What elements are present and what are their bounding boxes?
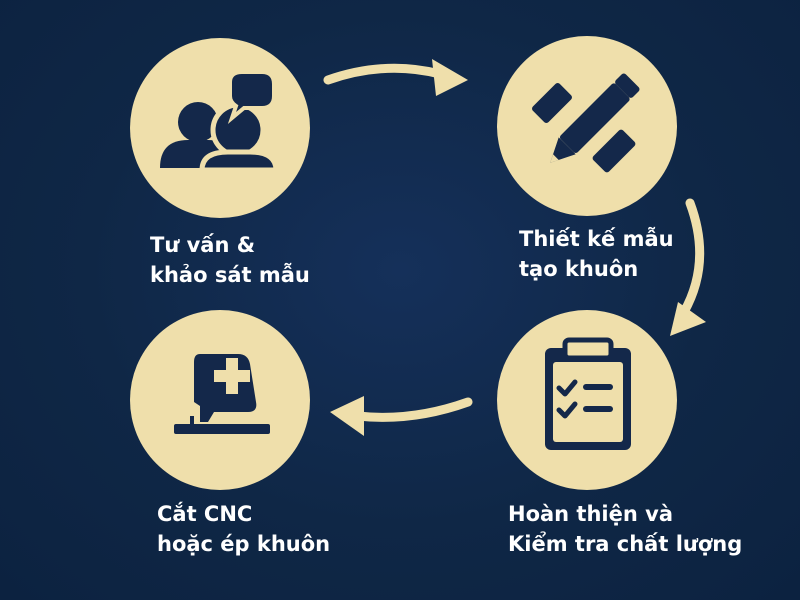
pencil-ruler-design-icon: [532, 73, 640, 173]
step-3-label-line2: Kiểm tra chất lượng: [508, 532, 743, 556]
step-3-circle: [497, 310, 677, 490]
consultation-people-icon: [160, 70, 279, 173]
step-3-label: Hoàn thiện và Kiểm tra chất lượng: [508, 499, 742, 559]
step-2-label-line2: tạo khuôn: [519, 257, 639, 281]
step-4-label-line2: hoặc ép khuôn: [157, 532, 331, 556]
step-1-label: Tư vấn & khảo sát mẫu: [150, 230, 310, 290]
step-4-label: Cắt CNC hoặc ép khuôn: [157, 499, 330, 559]
arrow-step2-to-step3: [670, 198, 706, 336]
step-2-label: Thiết kế mẫu tạo khuôn: [519, 224, 674, 284]
step-1-label-line2: khảo sát mẫu: [150, 263, 310, 287]
arrow-step3-to-step4: [330, 396, 473, 436]
step-4-circle: [130, 310, 310, 490]
step-1-label-line1: Tư vấn &: [150, 233, 256, 257]
cnc-machine-plus-icon: [174, 354, 270, 434]
arrow-step1-to-step2: [323, 59, 468, 96]
step-3-label-line1: Hoàn thiện và: [508, 502, 673, 526]
step-4-label-line1: Cắt CNC: [157, 502, 253, 526]
clipboard-checklist-icon: [545, 337, 631, 450]
step-1-circle: [130, 38, 310, 218]
step-2-label-line1: Thiết kế mẫu: [519, 227, 674, 251]
step-2-circle: [497, 36, 677, 216]
